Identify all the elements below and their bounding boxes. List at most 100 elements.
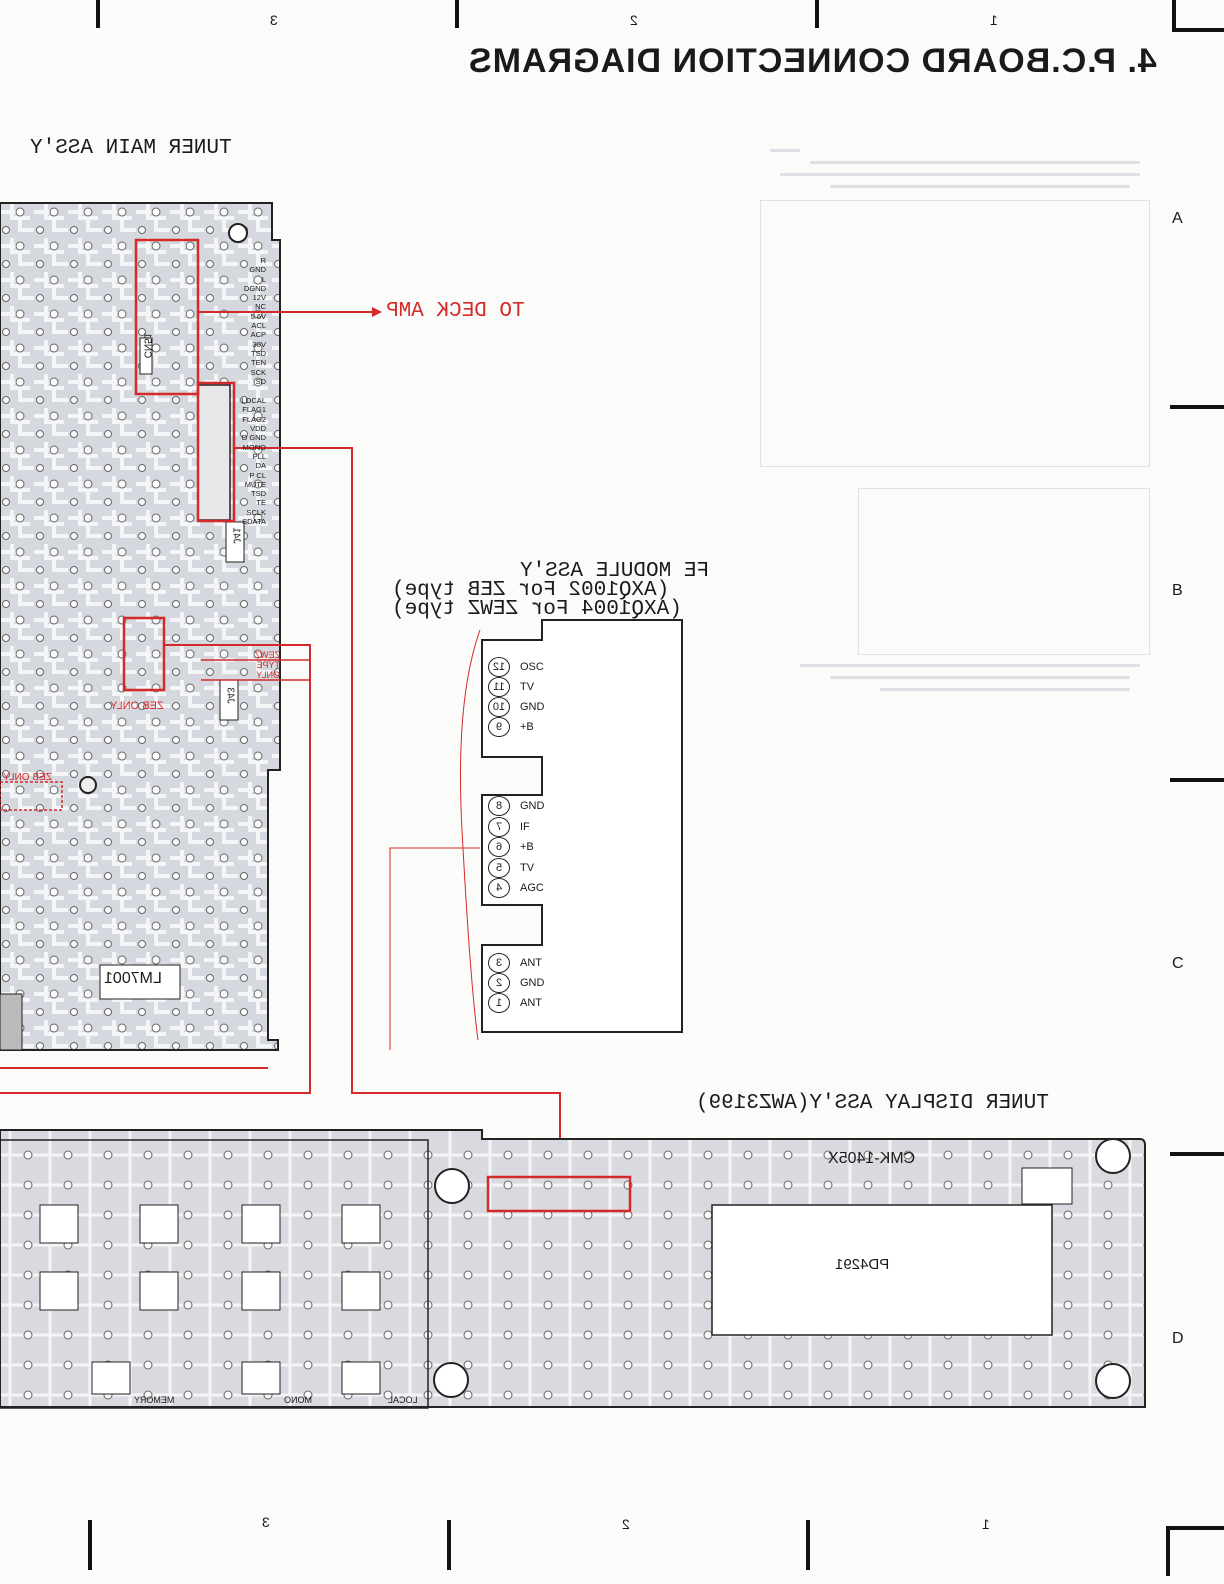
cn-pin: ACL [251,321,266,331]
fe-leader-line-2 [389,847,480,1050]
cn-pin: D GND [241,433,266,443]
grid-row-c: C [1172,955,1184,972]
grid-tick [1170,1152,1224,1156]
cn-pin: MONO [242,442,266,452]
cn-pin: TSD [251,348,266,358]
vfd-display-outline [711,1204,1053,1336]
fe-pin: 9+B [488,717,544,737]
grid-tick [96,0,100,28]
pd-label: PD4291 [835,1256,890,1273]
grid-row-b: B [1172,582,1183,599]
switch-s109 [139,1271,179,1311]
mount-hole [228,223,248,243]
cn-pin: SCLK [246,507,266,517]
zeb-only-label-2: ZEB ONLY [3,772,52,783]
switch-local [341,1361,381,1395]
faint-notes-2 [800,655,1150,700]
grid-row-a: A [1172,210,1183,227]
switch-s102 [241,1204,281,1244]
mount-hole [433,1362,469,1398]
corner-mark [1172,28,1224,32]
cn-pin: 30V [252,339,266,349]
mount-hole [1095,1363,1131,1399]
connector-block [197,384,231,521]
switch-s104 [39,1204,79,1244]
display-connector-highlight [486,1175,632,1213]
grid-tick [806,1520,810,1570]
mount-hole [79,776,97,794]
faint-legend-table [760,200,1150,467]
cn-pin: MUTE [244,479,266,489]
cn51-label: CN51 [141,332,153,359]
switch-s107 [341,1271,381,1311]
switch-memory [91,1361,131,1395]
corner-mark [1172,0,1176,30]
cn-pin: TEN [251,358,266,368]
cn-pin: GND [249,265,266,275]
zeb-only-label: ZEB ONLY [110,700,164,712]
corner-mark [1166,1526,1170,1576]
local-label: LOCAL [388,1395,418,1405]
faint-legend-table-2 [858,488,1150,655]
zewz-only-label: ZEWZ TYPE ONLY [254,650,281,680]
fe-leader-line [459,629,481,1041]
lm7001-label: LM7001 [104,970,162,987]
cn-pin: DGND [243,283,266,293]
tuner-main-label: TUNER MAIN ASS'Y [30,137,232,160]
cn-pin: TSD [251,489,266,499]
cn51-connector [139,337,153,375]
display-subboard [0,1139,429,1409]
tuner-display-board [0,1129,1146,1408]
cn-pin: SCK [250,367,266,377]
board-edge-part [0,993,23,1051]
arrow-head [372,307,382,317]
tuner-display-label: TUNER DISPLAY ASS'Y(AWZ3199) [696,1092,1049,1115]
lm7001-chip [99,964,181,1000]
memory-label: MEMORY [134,1395,175,1405]
cmk-label: CMK-1405X [828,1150,916,1167]
switch-s103 [139,1204,179,1244]
cn-pin: ACP [250,330,266,340]
switch-s101 [341,1204,381,1244]
fe-pin: 6+B [488,837,544,858]
grid-tick [447,1520,451,1570]
grid-tick [88,1520,92,1570]
mount-hole [434,1168,470,1204]
grid-row-d: D [1172,1330,1184,1347]
connector-pin-names: R GND L DGND 12V NC 5.6V ACL ACP 30V TSD… [234,256,266,526]
cn-pin: NC [255,302,266,312]
grid-tick [815,0,819,28]
switch-s108 [241,1271,281,1311]
deck-amp-connector-highlight [134,238,200,396]
cn-pin: LOCAL [241,396,266,406]
fe-variant-2: (AXQ1004 For ZEWZ type) [392,598,682,621]
cn-pin: 5.6V [250,311,266,321]
j43-label: J43 [224,687,236,704]
cn-pin: FLAG1 [242,405,266,415]
cn-pin: PLL [252,451,266,461]
cn-pin: SDATA [242,517,266,527]
zeb-only-area [0,781,63,811]
fe-module-outline [481,619,683,1033]
x101-crystal [1021,1167,1073,1205]
corner-mark [1166,1526,1224,1530]
cn-pin: FLAG2 [242,414,266,424]
cn-pin: 12V [252,293,266,303]
cn-pin: DA [255,461,266,471]
switch-mono [241,1361,281,1395]
grid-tick [1170,405,1224,409]
cn-pin: L [261,274,266,284]
cn-pin: TE [256,498,266,508]
cn-pin: SD [255,376,266,386]
to-deck-amp-label: TO DECK AMP [386,300,525,323]
